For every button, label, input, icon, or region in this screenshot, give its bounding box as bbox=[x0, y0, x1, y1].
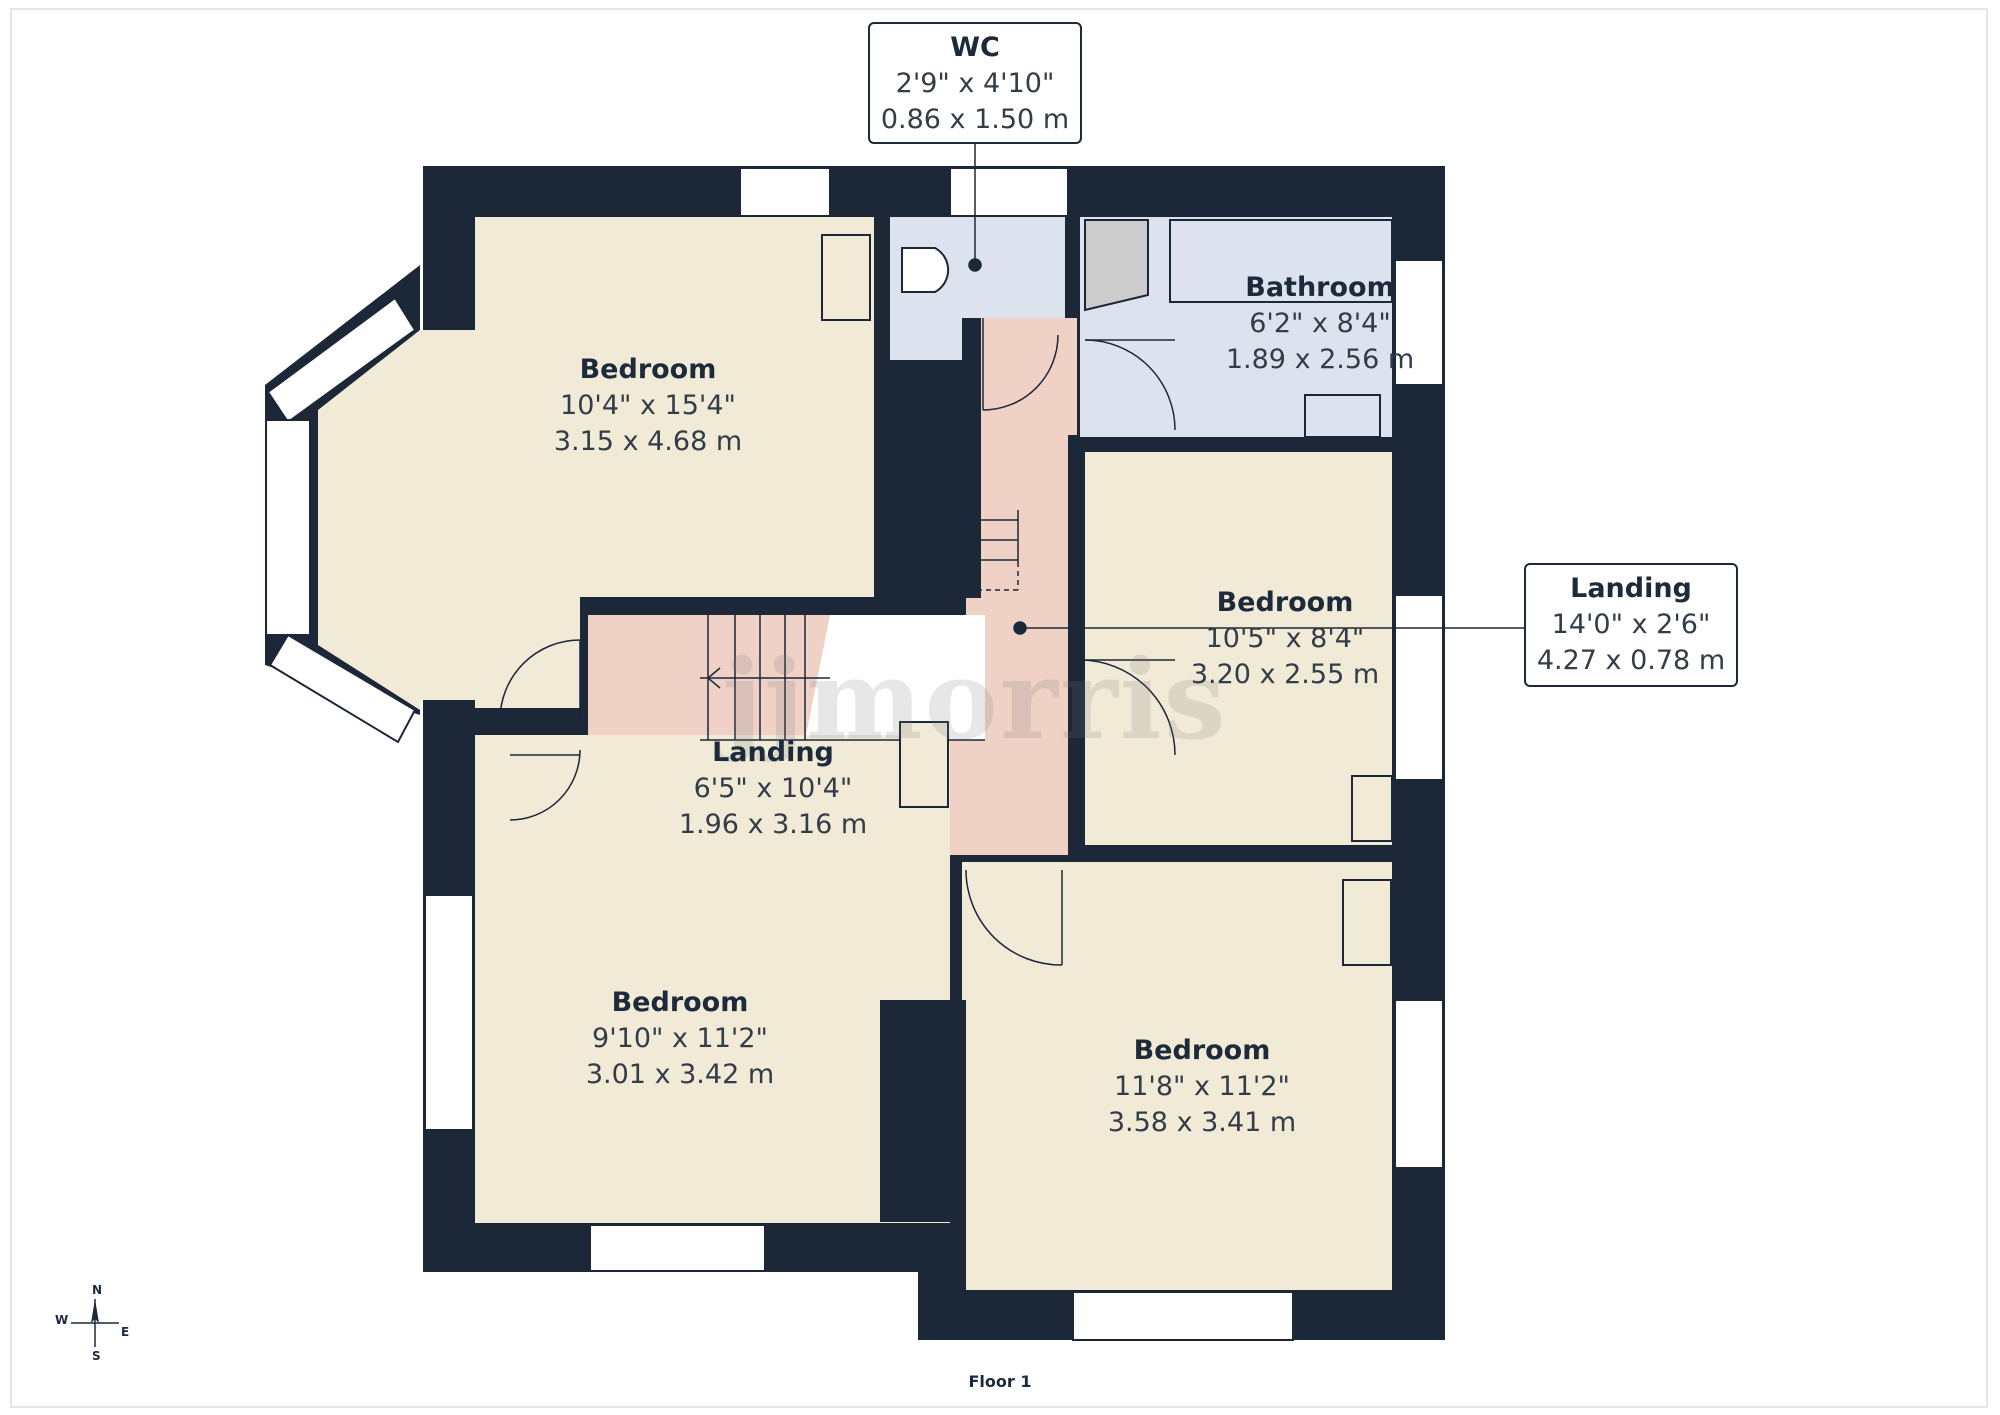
label-landing-main: Landing 6'5" x 10'4" 1.96 x 3.16 m bbox=[679, 735, 867, 843]
callout-name: WC bbox=[950, 32, 1000, 63]
room-dim-imperial: 10'5" x 8'4" bbox=[1205, 623, 1365, 654]
label-bathroom: Bathroom 6'2" x 8'4" 1.89 x 2.56 m bbox=[1226, 270, 1414, 378]
compass-icon bbox=[71, 1299, 119, 1347]
room-dim-metric: 3.01 x 3.42 m bbox=[585, 1059, 775, 1090]
callout-wc: WC 2'9" x 4'10" 0.86 x 1.50 m bbox=[868, 22, 1082, 144]
room-dim-imperial: 11'8" x 11'2" bbox=[1114, 1071, 1290, 1102]
compass-south: S bbox=[92, 1349, 101, 1363]
room-dim-metric: 3.58 x 3.41 m bbox=[1107, 1107, 1297, 1138]
room-bedroom-nw bbox=[318, 217, 874, 710]
room-name: Bedroom bbox=[1133, 1035, 1271, 1066]
label-bedroom-sw: Bedroom 9'10" x 11'2" 3.01 x 3.42 m bbox=[586, 985, 774, 1093]
floor-label: Floor 1 bbox=[968, 1372, 1032, 1391]
windows bbox=[265, 167, 1444, 1341]
room-dim-imperial: 9'10" x 11'2" bbox=[592, 1023, 768, 1054]
doors bbox=[499, 318, 1176, 966]
room-dim-metric: 1.96 x 3.16 m bbox=[678, 809, 868, 840]
plan-frame bbox=[10, 8, 1988, 1408]
callout-dim-imperial: 2'9" x 4'10" bbox=[895, 68, 1055, 99]
room-bedroom-sw-ext bbox=[475, 862, 950, 1002]
callout-dim-imperial: 14'0" x 2'6" bbox=[1551, 609, 1711, 640]
room-dim-metric: 1.89 x 2.56 m bbox=[1225, 344, 1415, 375]
callout-dim-metric: 0.86 x 1.50 m bbox=[880, 104, 1070, 135]
room-name: Landing bbox=[712, 737, 834, 768]
room-dim-imperial: 6'5" x 10'4" bbox=[693, 773, 853, 804]
room-dim-metric: 3.15 x 4.68 m bbox=[553, 426, 743, 457]
room-dim-imperial: 10'4" x 15'4" bbox=[560, 390, 736, 421]
room-dim-imperial: 6'2" x 8'4" bbox=[1249, 308, 1391, 339]
callout-landing: Landing 14'0" x 2'6" 4.27 x 0.78 m bbox=[1524, 563, 1738, 687]
room-name: Bedroom bbox=[611, 987, 749, 1018]
label-bedroom-nw: Bedroom 10'4" x 15'4" 3.15 x 4.68 m bbox=[554, 352, 742, 460]
callout-name: Landing bbox=[1570, 573, 1692, 604]
room-bedroom-e bbox=[1085, 452, 1392, 845]
room-bedroom-se bbox=[962, 862, 1392, 1290]
callout-dim-metric: 4.27 x 0.78 m bbox=[1536, 645, 1726, 676]
room-name: Bathroom bbox=[1245, 272, 1395, 303]
room-dim-metric: 3.20 x 2.55 m bbox=[1190, 659, 1380, 690]
chimney-breast bbox=[880, 1000, 966, 1222]
stair-void bbox=[805, 615, 985, 740]
compass-north: N bbox=[92, 1283, 103, 1297]
fixtures bbox=[821, 234, 1393, 966]
compass-rose: N S E W bbox=[55, 1283, 135, 1363]
callout-leaders bbox=[968, 140, 1525, 635]
label-bedroom-se: Bedroom 11'8" x 11'2" 3.58 x 3.41 m bbox=[1108, 1033, 1296, 1141]
room-name: Bedroom bbox=[1216, 587, 1354, 618]
label-bedroom-e: Bedroom 10'5" x 8'4" 3.20 x 2.55 m bbox=[1191, 585, 1379, 693]
watermark: jjmorris bbox=[722, 635, 1228, 764]
compass-east: E bbox=[121, 1325, 130, 1339]
room-name: Bedroom bbox=[579, 354, 717, 385]
compass-west: W bbox=[55, 1313, 69, 1327]
bathroom-fixtures bbox=[901, 219, 1393, 438]
